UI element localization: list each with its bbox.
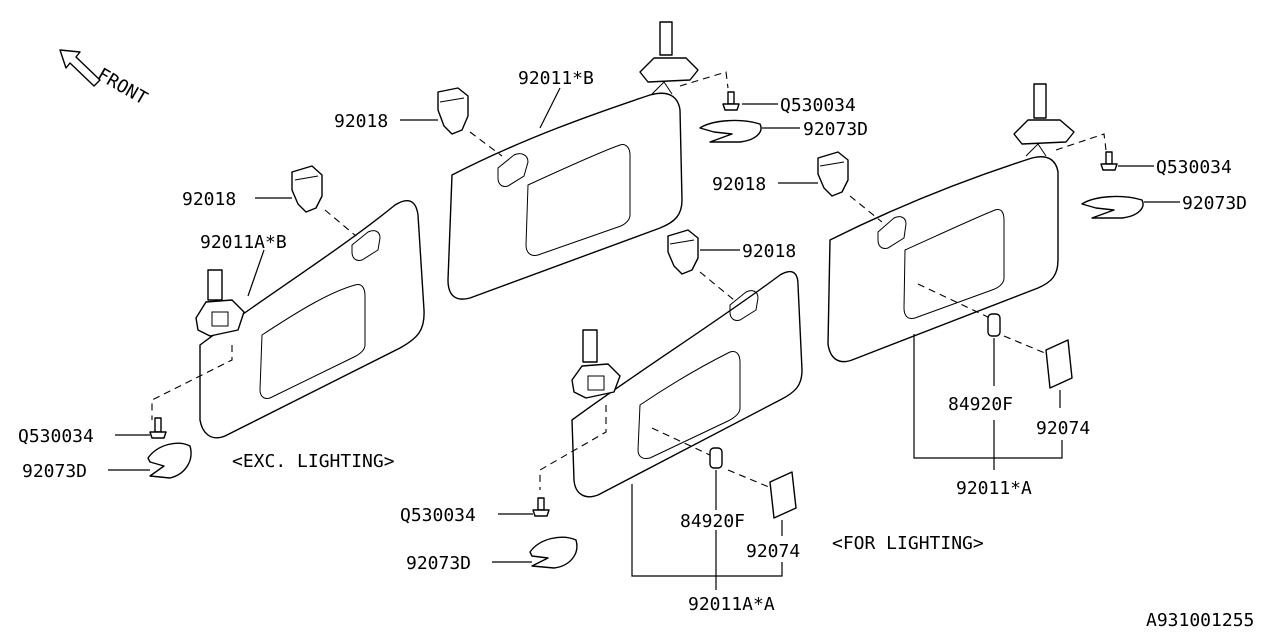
callout-cover-lighting-right: 92073D	[1182, 193, 1247, 214]
figure-code: A931001255	[1146, 610, 1254, 631]
holder-92018-lighting-left	[667, 229, 735, 301]
callout-cover-top: 92073D	[803, 119, 868, 140]
cover-92073d-top	[699, 119, 762, 143]
screw-q530034-lighting-left	[532, 497, 550, 517]
callout-holder-center: 92018	[334, 111, 388, 132]
callout-lens-right: 92074	[1036, 418, 1090, 439]
cover-92073d-lighting-right	[1081, 195, 1144, 219]
holder-92018-lighting-right	[817, 151, 883, 223]
callout-visor-right-a: 92011*A	[956, 478, 1032, 499]
bulb-84920f-right	[987, 313, 1001, 337]
callout-visor-right-b: 92011*B	[518, 68, 594, 89]
callout-holder-lighting-right: 92018	[712, 174, 766, 195]
cover-92073d-left	[147, 442, 192, 479]
label-for-lighting: <FOR LIGHTING>	[832, 533, 984, 554]
front-label: FRONT	[94, 64, 152, 109]
holder-92018-left	[291, 165, 357, 237]
callout-holder-left: 92018	[182, 189, 236, 210]
callout-holder-lighting-left: 92018	[742, 241, 796, 262]
screw-q530034-top	[722, 91, 740, 111]
holder-92018-center	[437, 87, 503, 157]
cover-92073d-lighting-left	[529, 536, 578, 569]
callout-bulb-left: 84920F	[680, 511, 745, 532]
lens-92074-right	[1045, 339, 1073, 389]
visor-right-for-lighting	[827, 83, 1107, 363]
visor-right-exc-lighting	[447, 21, 729, 300]
callout-screw-top: Q530034	[780, 95, 856, 116]
screw-q530034-lighting-right	[1100, 151, 1118, 171]
lens-92074-left	[769, 471, 797, 519]
callout-screw-lighting-right: Q530034	[1156, 157, 1232, 178]
callout-lens-left: 92074	[746, 541, 800, 562]
visor-left-exc-lighting	[151, 199, 425, 439]
bulb-84920f-left	[709, 447, 723, 469]
callout-cover-lighting-left: 92073D	[406, 553, 471, 574]
callout-cover-left: 92073D	[22, 461, 87, 482]
label-exc-lighting: <EXC. LIGHTING>	[232, 451, 395, 472]
callout-visor-left-b: 92011A*B	[200, 232, 287, 253]
front-arrow: FRONT	[59, 49, 152, 110]
callout-bulb-right: 84920F	[948, 394, 1013, 415]
callout-screw-lighting-left: Q530034	[400, 505, 476, 526]
screw-q530034-left	[149, 417, 167, 439]
callout-screw-left: Q530034	[18, 426, 94, 447]
visor-left-for-lighting	[539, 270, 803, 498]
callout-visor-left-a: 92011A*A	[688, 594, 775, 615]
